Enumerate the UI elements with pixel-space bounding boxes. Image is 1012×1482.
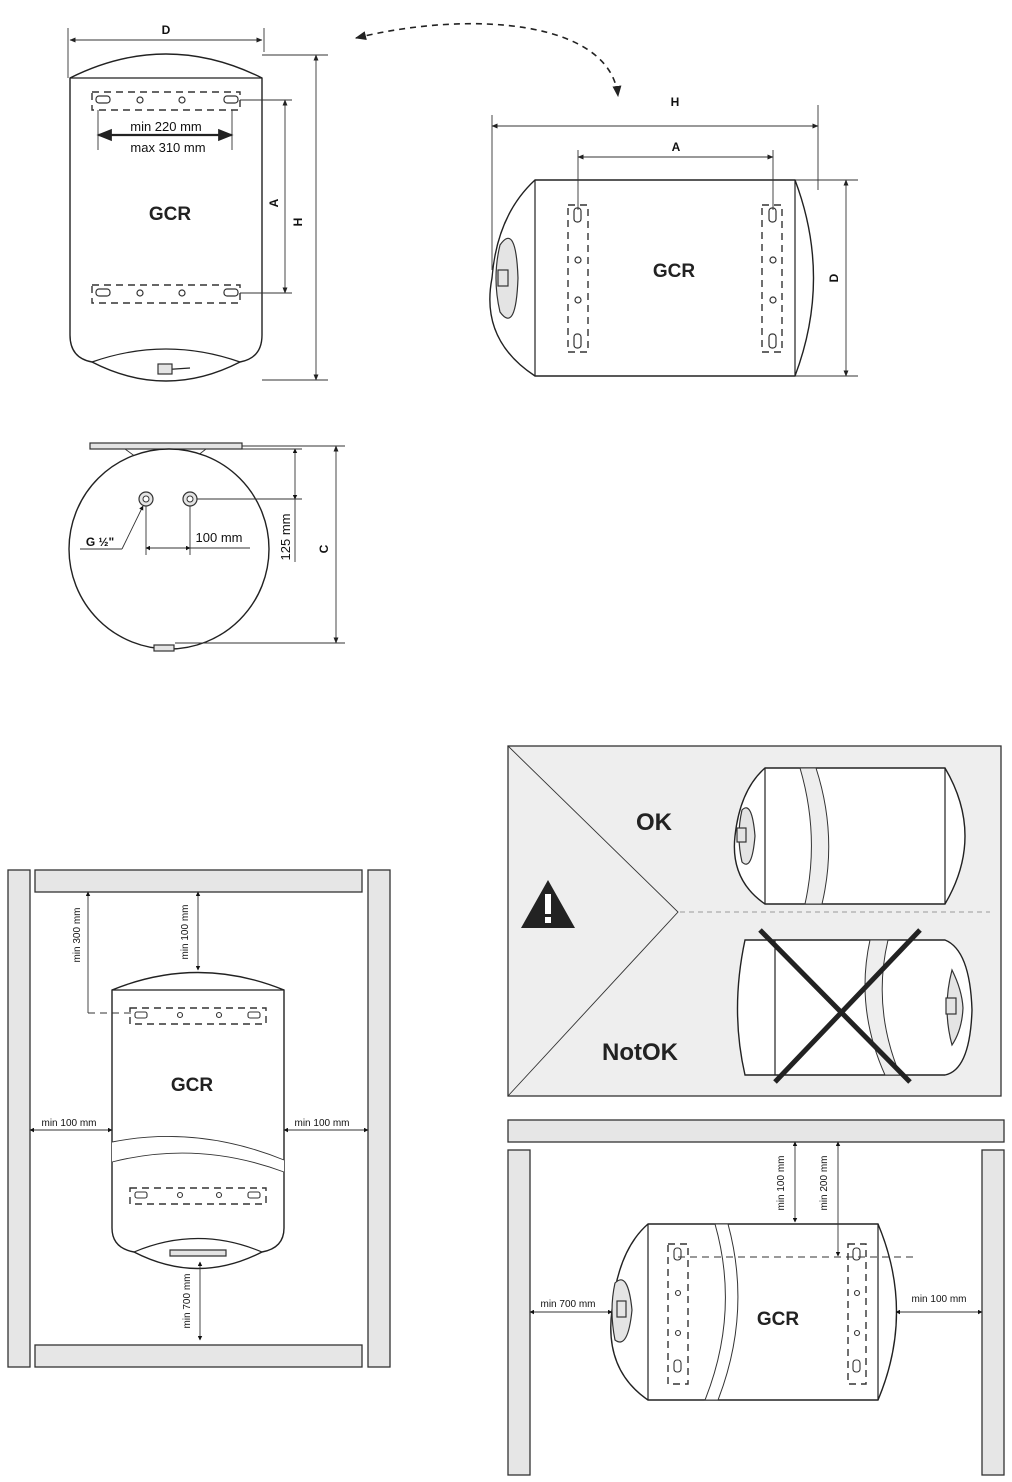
right-wall — [367, 869, 391, 1368]
d-horizontal-label: D — [827, 273, 841, 282]
install-vertical-product-label: GCR — [171, 1075, 214, 1096]
bottom-bracket — [91, 284, 241, 304]
side-knob-icon — [497, 269, 509, 287]
not-ok-label: NotOK — [602, 1039, 679, 1066]
pipe-spacing-label: 100 mm — [196, 530, 243, 545]
right-clearance: min 100 mm — [294, 1118, 349, 1129]
floor — [34, 1344, 363, 1368]
h-horizontal-label: H — [671, 95, 680, 109]
a-horizontal-label: A — [672, 140, 681, 154]
ceiling — [34, 869, 363, 893]
bottom-pipe-view: 100 mm G ½" 125 mm C — [68, 442, 345, 652]
control-knob-icon — [157, 363, 173, 375]
bottom-clearance: min 700 mm — [182, 1273, 193, 1328]
thread-label: G ½" — [86, 535, 114, 549]
bracket-max-label: max 310 mm — [130, 140, 205, 155]
h-left-clearance: min 700 mm — [540, 1299, 595, 1310]
install-horizontal-product-label: GCR — [757, 1309, 800, 1330]
h-left-wall — [507, 1149, 531, 1476]
ok-label: OK — [636, 809, 673, 836]
pipe-height-label: 125 mm — [278, 514, 293, 561]
h-ceiling — [507, 1119, 1005, 1143]
h-top-clearance: min 100 mm — [776, 1155, 787, 1210]
h-bracket-clearance: min 200 mm — [819, 1155, 830, 1210]
horizontal-installation-view: GCR min 100 mm min 200 mm min 700 mm min… — [507, 1119, 1005, 1476]
top-wall-clearance: min 300 mm — [72, 907, 83, 962]
a-label: A — [267, 198, 281, 207]
horizontal-product-label: GCR — [653, 261, 696, 282]
c-label: C — [317, 544, 331, 553]
top-clearance: min 100 mm — [180, 904, 191, 959]
notok-knob-icon — [945, 997, 957, 1015]
bracket-min-label: min 220 mm — [130, 119, 202, 134]
orientation-panel: OK NotOK — [507, 745, 1002, 1097]
top-bracket — [91, 91, 241, 111]
vertical-installation-view: GCR min 300 mm min 100 mm min 100 mm min… — [7, 869, 391, 1368]
h-label: H — [291, 218, 305, 227]
left-clearance: min 100 mm — [41, 1118, 96, 1129]
horizontal-heater-view: GCR H A D — [489, 95, 858, 377]
rotation-arrow-icon — [354, 22, 622, 98]
d-label: D — [162, 23, 171, 37]
horizontal-tank-outline — [489, 179, 815, 377]
ok-knob-icon — [736, 827, 747, 843]
h-install-knob-icon — [616, 1300, 627, 1318]
cross-icon — [758, 928, 912, 1084]
h-right-wall — [981, 1149, 1005, 1476]
h-right-clearance: min 100 mm — [911, 1294, 966, 1305]
left-wall — [7, 869, 31, 1368]
vertical-heater-view: GCR D min 220 mm max 310 mm A H — [67, 23, 328, 382]
tank-bottom-line — [91, 348, 241, 363]
vertical-product-label: GCR — [149, 204, 192, 225]
